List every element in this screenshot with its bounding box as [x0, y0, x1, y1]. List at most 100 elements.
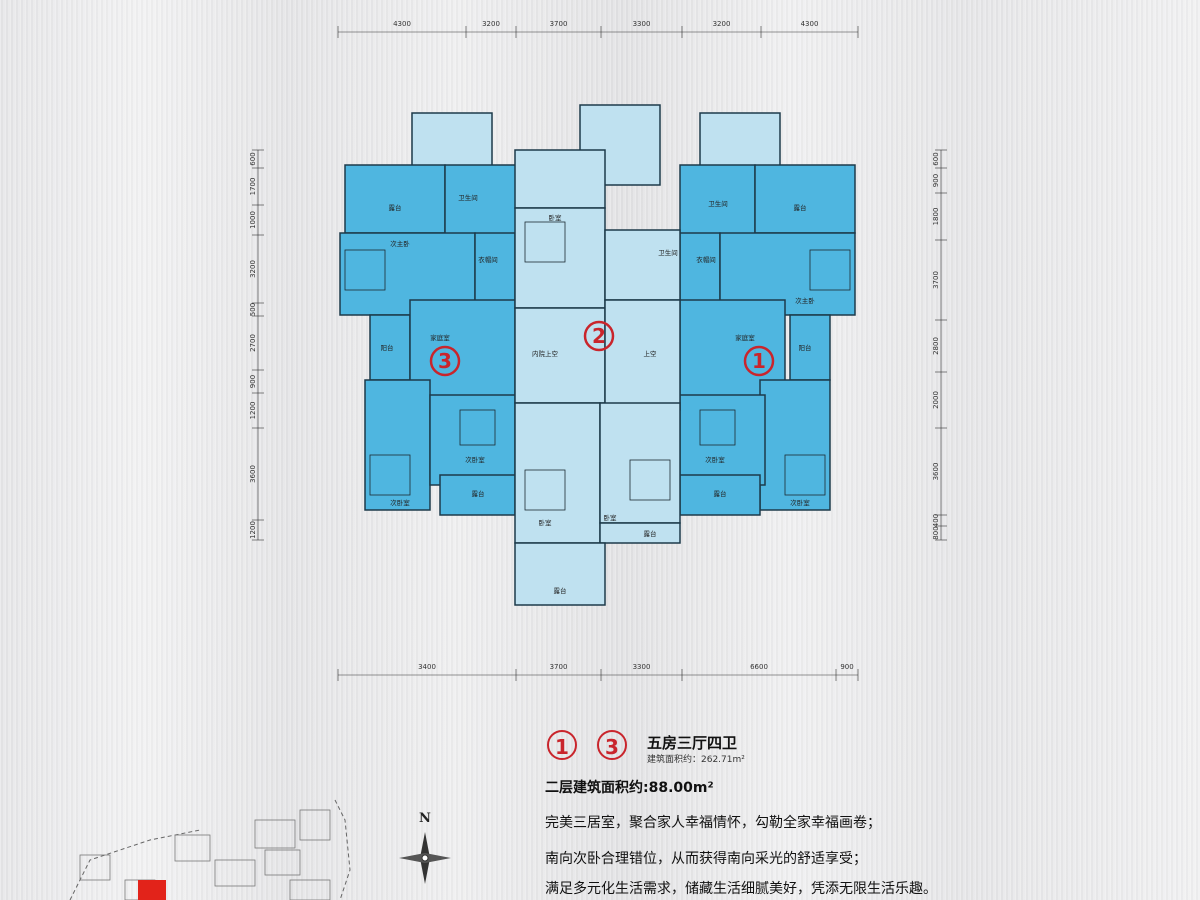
compass-north-label: N [419, 811, 431, 826]
center-upper-balcony [514, 149, 606, 209]
right-master-bedroom-label: 次主卧 [795, 296, 815, 305]
unit-marker-3-label: 3 [438, 349, 452, 373]
top-dimension-label: 4300 [801, 20, 819, 28]
left-family-room-label: 家庭室 [430, 333, 450, 342]
site-building-2 [174, 834, 211, 862]
legend: 1 3 五房三厅四卫 建筑面积约：262.71m² 二层建筑面积约:88.00m… [545, 730, 1105, 897]
left-dimension-label: 500 [249, 303, 257, 316]
left-second-bedroom-b-label: 次卧室 [465, 455, 485, 464]
right-second-bedroom-a [759, 379, 831, 511]
site-building-1 [299, 809, 331, 841]
right-bathroom-label: 卫生间 [708, 199, 728, 208]
description-line-2: 南向次卧合理错位，从而获得南向采光的舒适享受； [545, 851, 867, 867]
bottom-dimension-label: 900 [840, 663, 853, 671]
bed-6 [629, 459, 671, 501]
left-bathroom-label: 卫生间 [458, 193, 478, 202]
center-lower-balcony-label: 露台 [644, 529, 657, 538]
site-highlight-building [138, 880, 166, 900]
center-upper-void [604, 299, 681, 411]
site-building-6 [79, 854, 111, 881]
left-dimension-label: 3600 [249, 465, 257, 483]
bottom-dimension-label: 3400 [418, 663, 436, 671]
unit-row: 1 3 五房三厅四卫 建筑面积约：262.71m² [545, 730, 1105, 770]
top-dimension-label: 3200 [713, 20, 731, 28]
bottom-dimension-label: 6600 [750, 663, 768, 671]
left-lower-balcony [439, 474, 516, 516]
right-second-bedroom-a-label: 次卧室 [790, 498, 810, 507]
left-terrace-label: 阳台 [381, 343, 394, 352]
unit-type-title: 五房三厅四卫 [647, 734, 738, 752]
right-dimension-label: 900 [932, 174, 940, 187]
unit-marker-2 [583, 320, 615, 352]
site-building-0 [254, 819, 296, 849]
left-dimension-label: 3200 [249, 260, 257, 278]
left-dimension-label: 1000 [249, 211, 257, 229]
center-bedroom-right [599, 402, 681, 524]
left-second-bedroom-a [364, 379, 431, 511]
center-bedroom-right-label: 卧室 [604, 513, 618, 522]
compass-center [421, 854, 429, 862]
center-bathroom-label: 卫生间 [658, 248, 678, 257]
bottom-dimension-label: 3300 [633, 663, 651, 671]
bed-5 [524, 469, 566, 511]
right-family-room-label: 家庭室 [735, 333, 755, 342]
left-second-bedroom-a-label: 次卧室 [390, 498, 410, 507]
top-dimension-label: 3300 [633, 20, 651, 28]
center-lower-balcony [599, 522, 681, 544]
site-map [69, 799, 351, 900]
bed-2 [369, 454, 411, 496]
right-dimension-label: 1800 [932, 208, 940, 226]
site-building-3 [214, 859, 256, 887]
left-second-bedroom-b [429, 394, 516, 486]
center-bottom-balcony [514, 542, 606, 606]
unit-badge-1: 1 [547, 730, 577, 760]
description-line-1: 完美三居室，聚合家人幸福情怀，勾勒全家幸福画卷； [545, 815, 881, 831]
top-dimension-label: 3700 [550, 20, 568, 28]
bed-1 [809, 249, 851, 291]
right-lower-balcony-label: 露台 [714, 489, 727, 498]
right-top-balcony [699, 112, 781, 174]
bottom-dimension-label: 3700 [550, 663, 568, 671]
center-bedroom-label: 卧室 [549, 213, 563, 222]
right-master-bedroom [719, 232, 856, 316]
right-second-bedroom-b-label: 次卧室 [705, 455, 725, 464]
center-bedroom [514, 207, 606, 309]
unit-badge-3: 3 [597, 730, 627, 760]
unit-marker-1 [743, 345, 775, 377]
unit-marker-2-label: 2 [592, 324, 606, 348]
bed-0 [344, 249, 386, 291]
description-line-3: 满足多元化生活需求，储藏生活细腻美好，凭添无限生活乐趣。 [545, 881, 937, 897]
right-terrace [789, 314, 831, 381]
left-walk-in-closet [474, 232, 516, 304]
site-building-7 [289, 879, 331, 900]
right-balcony [754, 164, 856, 234]
bed-8 [699, 409, 736, 446]
unit-marker-3 [429, 345, 461, 377]
right-dimension-label: 3600 [932, 463, 940, 481]
building-area-note: 建筑面积约：262.71m² [647, 755, 745, 765]
left-master-bedroom-label: 次主卧 [390, 239, 410, 248]
right-lower-balcony [679, 474, 761, 516]
top-dimension-label: 3200 [482, 20, 500, 28]
left-dimension-label: 1700 [249, 178, 257, 196]
bed-4 [524, 221, 566, 263]
top-dimension-label: 4300 [393, 20, 411, 28]
right-second-bedroom-b [679, 394, 766, 486]
center-atrium-void [514, 307, 606, 404]
right-dimension-label: 600 [932, 152, 940, 165]
left-dimension-label: 900 [249, 375, 257, 388]
unit-marker-1-label: 1 [752, 349, 766, 373]
right-dimension-label: 3700 [932, 271, 940, 289]
center-bedroom-lower-label: 卧室 [539, 518, 553, 527]
right-dimension-label: 400 [932, 514, 940, 527]
center-atrium-void-label: 内院上空 [532, 349, 559, 358]
left-walk-in-closet-label: 衣帽间 [478, 255, 498, 264]
left-balcony-label: 露台 [389, 203, 402, 212]
left-bathroom [444, 164, 521, 236]
right-dimension-label: 800 [932, 526, 940, 539]
left-top-balcony [411, 112, 493, 174]
center-upper-void-label: 上空 [644, 349, 658, 358]
right-walk-in-closet-label: 衣帽间 [696, 255, 716, 264]
left-dimension-label: 1200 [249, 521, 257, 539]
right-balcony-label: 露台 [794, 203, 807, 212]
